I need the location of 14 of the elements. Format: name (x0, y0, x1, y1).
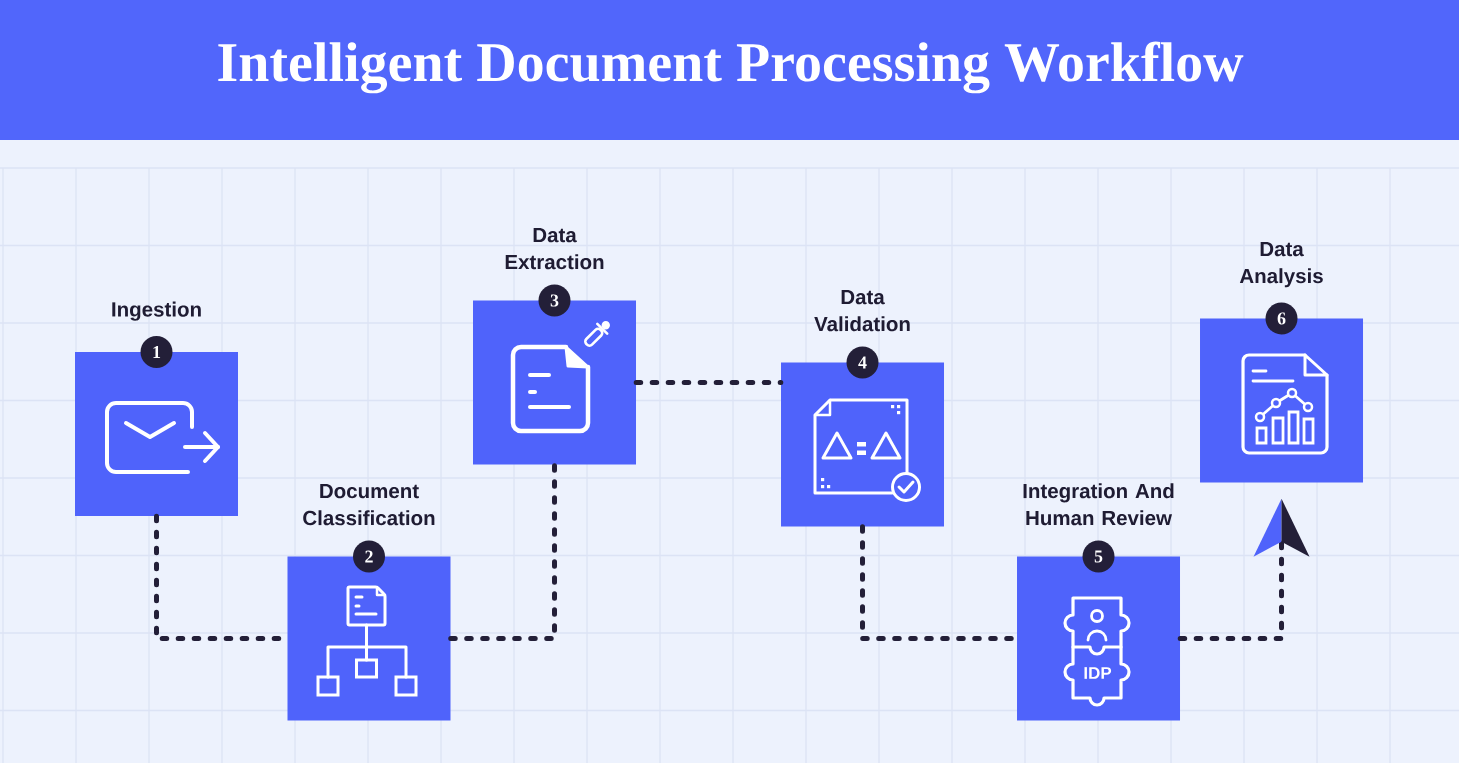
number-badge: 4 (846, 346, 879, 379)
step-title: Document Classification (303, 484, 435, 526)
title-banner: Intelligent Document Processing Workflow (0, 0, 1459, 140)
icon-text: IDP (1084, 667, 1112, 679)
number-badge: 2 (353, 540, 385, 573)
step-title: Data Analysis (1239, 241, 1323, 288)
number-badge: 1 (140, 336, 173, 368)
number-badge: 6 (1265, 302, 1298, 335)
step-title: Data Validation (814, 290, 910, 332)
number-badge: 3 (538, 284, 571, 317)
step-title: Data Extraction (505, 228, 604, 270)
number-badge: 5 (1082, 540, 1115, 573)
step-title: Ingestion (112, 301, 201, 321)
step-title: Integration And Human Review (1023, 483, 1174, 526)
